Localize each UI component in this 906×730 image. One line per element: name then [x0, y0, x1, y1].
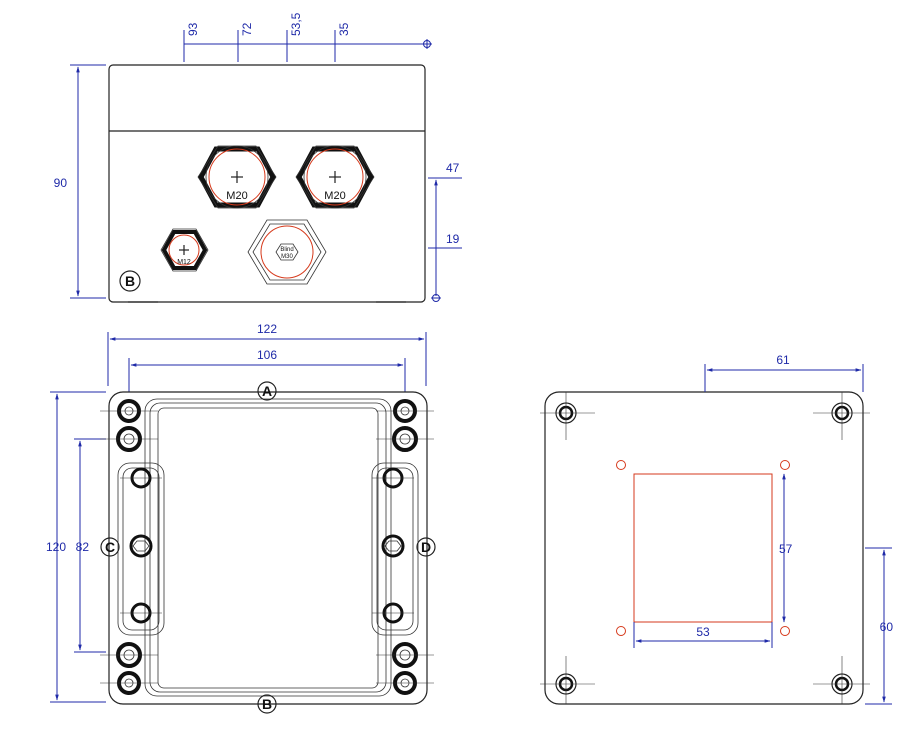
- m20-gland-left: M20: [197, 145, 277, 209]
- m20-right-label: M20: [324, 190, 345, 202]
- dim-53: 53: [696, 625, 710, 639]
- blind-label-1: Blind: [280, 247, 293, 253]
- enclosure-front-outline: [108, 64, 426, 303]
- bottom-mounting-holes: [555, 402, 853, 695]
- bottom-view: 61 57 53 60: [540, 353, 894, 705]
- dim-61: 61: [776, 353, 790, 367]
- blind-plug-gland: Blind M30: [247, 219, 327, 285]
- dim-120: 120: [46, 540, 66, 554]
- dim-53-5: 53,5: [289, 12, 303, 36]
- front-top-dimensions: 93 72 53,5 35: [183, 12, 432, 62]
- view-label-b: B: [125, 273, 135, 289]
- m12-label: M12: [177, 259, 191, 266]
- enclosure-bottom-outline: [544, 391, 864, 705]
- front-height-dimension: 90: [54, 64, 106, 299]
- blind-label-2: M30: [281, 254, 293, 260]
- top-width-dimensions: 122 106: [107, 322, 427, 392]
- front-right-dimensions: 47 19: [428, 161, 462, 302]
- drill-pattern: [616, 460, 790, 636]
- dim-93: 93: [186, 22, 200, 36]
- dim-82: 82: [76, 540, 90, 554]
- m12-gland: M12: [160, 228, 209, 272]
- top-view: 122 106 120 82: [46, 322, 436, 714]
- mounting-plate-area: [633, 473, 773, 623]
- view-label-b-circle: [119, 270, 141, 292]
- lid-seal-outer: [144, 398, 392, 697]
- lid-screw-holes: [116, 399, 418, 695]
- dim-35: 35: [337, 22, 351, 36]
- m20-gland-right: M20: [295, 145, 375, 209]
- dim-72: 72: [240, 22, 254, 36]
- dim-60: 60: [880, 620, 894, 634]
- bottom-dimensions: 61 57 53 60: [633, 353, 894, 705]
- dim-90: 90: [54, 176, 68, 190]
- dim-47: 47: [446, 161, 460, 175]
- view-label-c: C: [105, 539, 115, 555]
- lid-inner-recess: [157, 407, 379, 689]
- dim-106: 106: [257, 348, 277, 362]
- view-label-d: D: [421, 539, 431, 555]
- right-mounting-rib: [371, 462, 419, 636]
- dim-122: 122: [257, 322, 277, 336]
- view-label-b-bottom: B: [262, 696, 272, 712]
- lid-seal-inner: [149, 402, 387, 693]
- front-view: 93 72 53,5 35 90 47 19: [54, 12, 462, 303]
- m20-left-label: M20: [226, 190, 247, 202]
- view-label-a: A: [262, 383, 272, 399]
- top-height-dimensions: 120 82: [46, 391, 106, 703]
- dim-57: 57: [779, 542, 793, 556]
- enclosure-top-outline: [108, 391, 428, 705]
- left-mounting-rib: [117, 462, 165, 636]
- dim-19: 19: [446, 232, 460, 246]
